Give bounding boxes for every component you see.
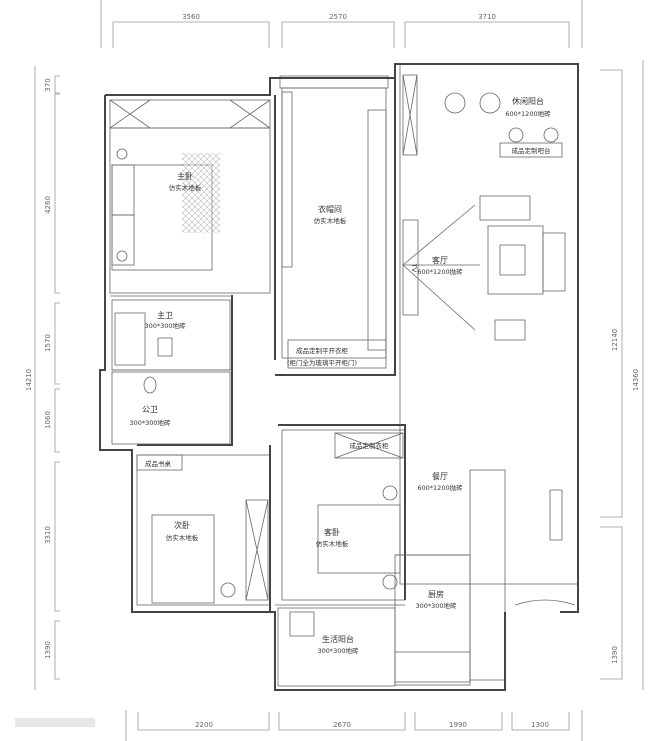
bar-counter-label: 成品定制吧台 <box>512 146 551 155</box>
kitchen-floor <box>394 554 471 686</box>
dim-bottom-3: 1990 <box>449 721 467 729</box>
tv-cabinet <box>402 219 419 316</box>
dim-right-1: 12140 <box>611 329 619 351</box>
bottom-dimensions: 2200 2670 1990 1300 <box>15 710 583 741</box>
dim-bottom-1: 2200 <box>195 721 213 729</box>
right-dimensions: 12140 1390 14360 <box>600 60 644 690</box>
walls <box>99 63 579 691</box>
guest-bed <box>317 504 401 574</box>
dim-left-total: 14210 <box>25 369 33 391</box>
rooms <box>109 63 579 687</box>
public-bath-floor <box>111 371 231 445</box>
top-dimensions: 3560 2570 3710 <box>100 0 583 48</box>
dim-top-3: 3710 <box>478 13 496 21</box>
master-bedroom-floor-text: 仿实木地板 <box>169 183 202 192</box>
tv-label: TV <box>410 263 418 273</box>
living-rug <box>487 225 544 295</box>
swing-wardrobe-note: (柜门全为玻璃平开柜门) <box>287 358 357 367</box>
cloakroom-name: 衣帽间 <box>318 204 342 214</box>
desk-label: 成品书桌 <box>145 459 172 468</box>
leisure-balcony-name: 休闲阳台 <box>512 96 544 106</box>
dim-left-6: 1390 <box>44 641 52 659</box>
coffee-table <box>499 244 526 276</box>
guest-bedroom-floor-text: 仿实木地板 <box>316 539 349 548</box>
service-balcony-floor-text: 300*300地砖 <box>317 646 359 655</box>
guest-bedroom-name: 客卧 <box>324 527 340 537</box>
second-bed <box>151 514 215 604</box>
dim-right-2: 1390 <box>611 646 619 664</box>
cloakroom-floor-text: 仿实木地板 <box>314 216 347 225</box>
living-room-name: 客厅 <box>432 255 448 265</box>
master-bath-name: 主卫 <box>157 310 173 320</box>
watermark <box>15 718 95 727</box>
dining-room-floor-text: 600*1200抛砖 <box>417 483 463 492</box>
dim-left-2: 4260 <box>44 196 52 214</box>
dim-left-3: 1570 <box>44 334 52 352</box>
master-bedroom-name: 主卧 <box>177 171 193 181</box>
furniture-labels: 成品定制吧台 成品书桌 成品定制衣柜 成品定制平开衣柜 (柜门全为玻璃平开柜门)… <box>145 146 551 468</box>
dim-top-1: 3560 <box>182 13 200 21</box>
leisure-balcony-floor-text: 600*1200地砖 <box>505 109 551 118</box>
dim-right-total: 14360 <box>632 369 640 391</box>
dim-bottom-2: 2670 <box>333 721 351 729</box>
service-balcony-name: 生活阳台 <box>322 634 354 644</box>
second-bedroom-name: 次卧 <box>174 520 190 530</box>
sofa <box>479 195 531 221</box>
kitchen-floor-text: 300*300地砖 <box>415 601 457 610</box>
public-bath-floor-text: 300*300地砖 <box>129 418 171 427</box>
room-labels: 主卧 仿实木地板 衣帽间 仿实木地板 主卫 300*300地砖 公卫 300*3… <box>129 96 551 655</box>
dim-top-2: 2570 <box>329 13 347 21</box>
left-dimensions: 370 4260 1570 1060 3310 1390 14210 <box>25 66 60 690</box>
dim-bottom-4: 1300 <box>531 721 549 729</box>
guest-bedroom-floor <box>281 429 406 601</box>
dim-left-1: 370 <box>44 78 52 91</box>
living-room-floor-text: 600*1200抛砖 <box>417 267 463 276</box>
dim-left-4: 1060 <box>44 411 52 429</box>
bar-counter <box>499 142 563 158</box>
kitchen-name: 厨房 <box>428 589 444 599</box>
swing-wardrobe-label: 成品定制平开衣柜 <box>296 346 349 355</box>
public-bath-name: 公卫 <box>142 405 158 414</box>
guest-wardrobe-label: 成品定制衣柜 <box>350 441 390 450</box>
kitchen-counter <box>469 469 506 681</box>
dining-room-name: 餐厅 <box>432 472 448 481</box>
master-bath-floor-text: 300*300地砖 <box>144 321 186 330</box>
dim-left-5: 3310 <box>44 526 52 544</box>
second-bedroom-floor-text: 仿实木地板 <box>166 533 199 542</box>
